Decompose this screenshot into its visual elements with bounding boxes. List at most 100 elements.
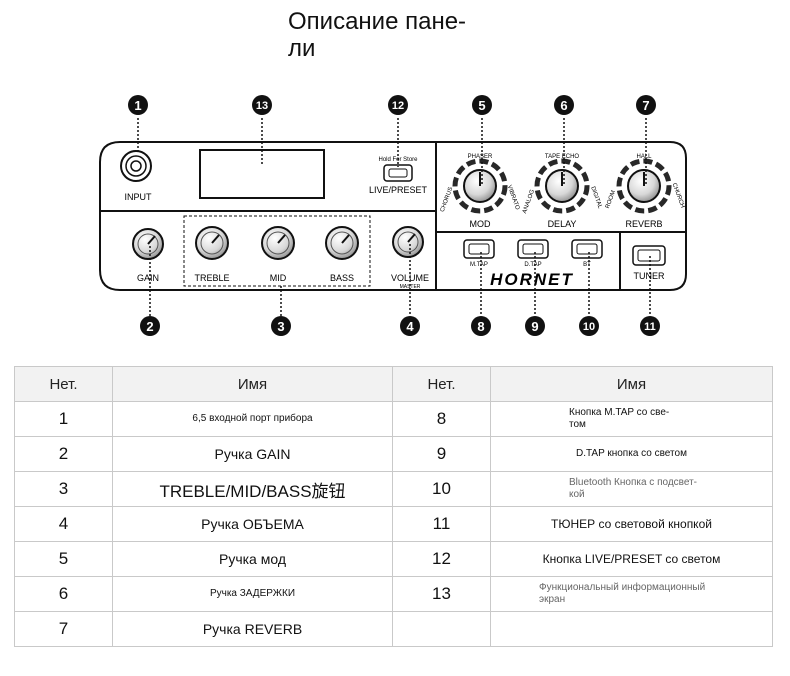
row-name: ТЮНЕР со световой кнопкой [490, 506, 773, 542]
row-no: 5 [14, 541, 113, 577]
row-no: 7 [14, 611, 113, 647]
header-no-left: Нет. [14, 366, 113, 402]
svg-text:7: 7 [642, 98, 649, 113]
bt-label: BT [583, 262, 591, 268]
row-no: 8 [392, 401, 491, 437]
callout-4: 4 [400, 316, 420, 336]
reverb-knob-ring [616, 158, 672, 214]
master-label: MASTER [400, 284, 421, 290]
row-no: 12 [392, 541, 491, 577]
m-tap-button[interactable] [463, 239, 495, 259]
row-no: 3 [14, 471, 113, 507]
svg-text:12: 12 [392, 100, 404, 112]
bass-knob[interactable] [325, 226, 359, 260]
mod-label: MOD [470, 219, 491, 229]
delay-analog-label: ANALOG [522, 189, 536, 215]
mod-knob[interactable] [463, 169, 497, 203]
table-row: 7 Ручка REVERB [14, 611, 773, 647]
row-name: Кнопка LIVE/PRESET со светом [490, 541, 773, 577]
table-row: 3 TREBLE/MID/BASS旋钮 10 Bluetooth Кнопка … [14, 471, 773, 507]
callout-5: 5 [472, 95, 492, 115]
table-row: 4 Ручка ОБЪЕМА 11 ТЮНЕР со световой кноп… [14, 506, 773, 542]
input-jack [120, 150, 152, 182]
display-screen [199, 149, 325, 199]
row-name: Bluetooth Кнопка с подсвет- кой [490, 471, 773, 507]
callout-11: 11 [640, 316, 660, 336]
callout-1: 1 [128, 95, 148, 115]
bt-button[interactable] [571, 239, 603, 259]
row-no: 2 [14, 436, 113, 472]
row-name: Ручка GAIN [112, 436, 393, 472]
row-no: 13 [392, 576, 491, 612]
parts-table: Нет. Имя Нет. Имя 1 6,5 входной порт при… [14, 366, 773, 647]
svg-text:2: 2 [146, 319, 153, 334]
treble-knob[interactable] [195, 226, 229, 260]
row-no: 4 [14, 506, 113, 542]
delay-tape-echo-label: TAPE ECHO [545, 154, 580, 160]
callout-3: 3 [271, 316, 291, 336]
row-name: 6,5 входной порт прибора [112, 401, 393, 437]
mid-label: MID [270, 273, 287, 283]
row-name: Ручка ОБЪЕМА [112, 506, 393, 542]
row-name: Ручка REVERB [112, 611, 393, 647]
mod-chorus-label: CHORUS [440, 186, 455, 212]
row-no: 9 [392, 436, 491, 472]
svg-text:6: 6 [560, 98, 567, 113]
d-tap-label: D.TAP [524, 262, 541, 268]
svg-text:4: 4 [406, 319, 414, 334]
table-row: 6 Ручка ЗАДЕРЖКИ 13 Функциональный инфор… [14, 576, 773, 612]
header-name-left: Имя [112, 366, 393, 402]
row-name: D.TAP кнопка со светом [490, 436, 773, 472]
parts-table-wrap: Нет. Имя Нет. Имя 1 6,5 входной порт при… [14, 366, 773, 647]
row-name: Ручка ЗАДЕРЖКИ [112, 576, 393, 612]
callout-8: 8 [471, 316, 491, 336]
callout-10: 10 [579, 316, 599, 336]
header-no-right: Нет. [392, 366, 491, 402]
gain-knob[interactable] [132, 228, 164, 260]
mod-vibrato-label: VIBRATO [506, 185, 521, 212]
row-name [490, 611, 773, 647]
row-no: 1 [14, 401, 113, 437]
row-name: Ручка мод [112, 541, 393, 577]
m-tap-label: M.TAP [470, 262, 488, 268]
tuner-label: TUNER [634, 271, 665, 281]
svg-text:10: 10 [583, 321, 595, 333]
delay-knob-ring [534, 158, 590, 214]
reverb-hall-label: HALL [636, 154, 652, 160]
tone-knobs-dashed-box [183, 215, 371, 287]
delay-digital-label: DIGITAL [589, 186, 603, 210]
treble-label: TREBLE [194, 273, 229, 283]
bass-label: BASS [330, 273, 354, 283]
volume-knob[interactable] [392, 226, 424, 258]
table-row: 5 Ручка мод 12 Кнопка LIVE/PRESET со све… [14, 541, 773, 577]
reverb-knob[interactable] [627, 169, 661, 203]
delay-knob[interactable] [545, 169, 579, 203]
mid-knob[interactable] [261, 226, 295, 260]
input-label: INPUT [125, 192, 153, 202]
row-name: Функциональный информационный экран [490, 576, 773, 612]
svg-text:11: 11 [644, 321, 656, 333]
callout-7: 7 [636, 95, 656, 115]
svg-text:8: 8 [477, 319, 484, 334]
leader-lines [137, 118, 651, 316]
live-preset-label: LIVE/PRESET [369, 185, 428, 195]
callout-12: 12 [388, 95, 408, 115]
reverb-church-label: CHURCH [671, 182, 686, 208]
tuner-button[interactable] [632, 245, 666, 266]
callout-9: 9 [525, 316, 545, 336]
d-tap-button[interactable] [517, 239, 549, 259]
reverb-label: REVERB [625, 219, 662, 229]
panel-outline [99, 141, 687, 291]
table-header-row: Нет. Имя Нет. Имя [14, 366, 773, 402]
row-name: Кнопка M.TAP со све- том [490, 401, 773, 437]
table-row: 1 6,5 входной порт прибора 8 Кнопка M.TA… [14, 401, 773, 437]
reverb-room-label: ROOM [605, 190, 617, 210]
control-panel-diagram: INPUT Hold For Store LIVE/PRESET GAIN TR… [99, 95, 687, 336]
row-no: 11 [392, 506, 491, 542]
svg-text:1: 1 [134, 98, 141, 113]
callout-2: 2 [140, 316, 160, 336]
mod-knob-ring [452, 158, 508, 214]
header-name-right: Имя [490, 366, 773, 402]
callout-6: 6 [554, 95, 574, 115]
svg-text:3: 3 [277, 319, 284, 334]
